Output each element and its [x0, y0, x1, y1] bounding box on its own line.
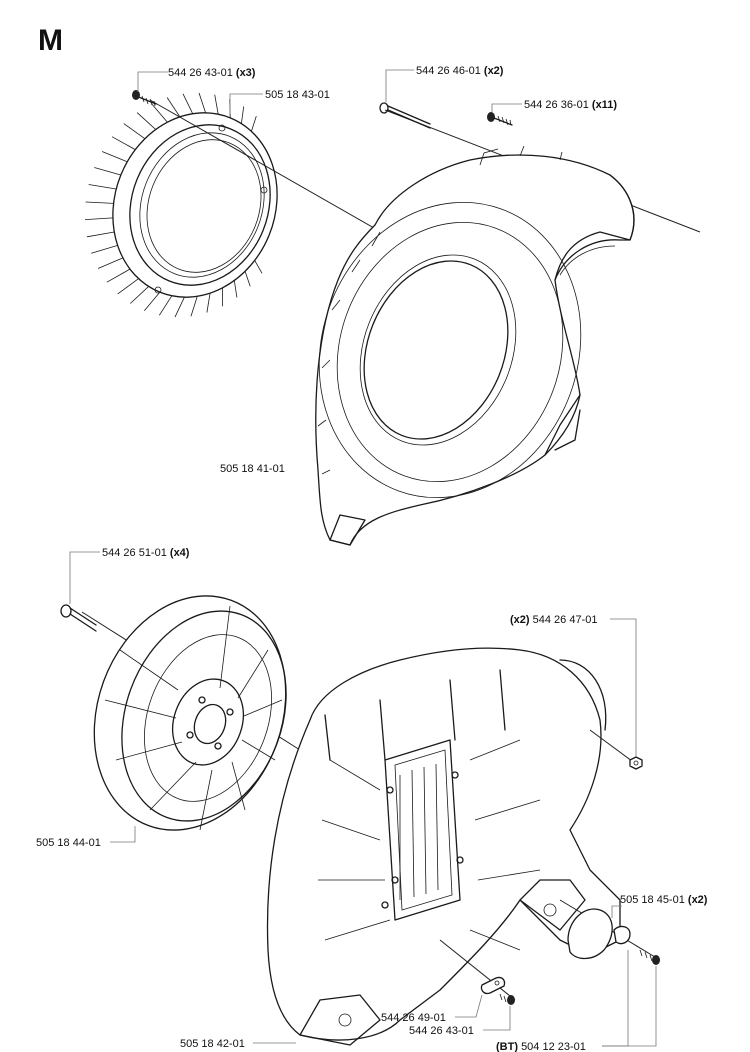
cooling-fin	[85, 201, 114, 204]
cooling-fin	[198, 92, 206, 113]
part-label-544-26-43-01-lower: 544 26 43-01	[409, 1025, 474, 1037]
leader-line	[611, 905, 622, 918]
blower-housing-505-18-42-01[interactable]	[266, 647, 621, 1046]
screw-504-12-23-01[interactable]	[639, 949, 660, 965]
cooling-fin	[101, 151, 128, 163]
cooling-fin	[143, 291, 161, 311]
leader-line	[229, 93, 263, 114]
cooling-fin	[84, 217, 113, 220]
screw-544-26-46-01[interactable]	[379, 102, 431, 129]
screw-544-26-43-01-lower[interactable]	[499, 993, 515, 1005]
cooling-fin	[166, 97, 181, 118]
leader-line	[610, 618, 637, 756]
part-label-544-26-36-01: 544 26 36-01 (x11)	[524, 99, 617, 111]
cooling-fin	[123, 123, 146, 140]
leader-line	[602, 966, 657, 1047]
screw-544-26-43-01[interactable]	[132, 90, 157, 107]
cooling-fin	[251, 115, 257, 132]
cooling-fin	[190, 296, 198, 317]
part-label-505-18-41-01: 505 18 41-01	[220, 463, 285, 475]
part-label-544-26-46-01: 544 26 46-01 (x2)	[416, 65, 504, 77]
cooling-fin	[151, 103, 168, 123]
cooling-fin	[233, 280, 238, 298]
leader-line	[602, 950, 629, 1047]
nut-544-26-47-01[interactable]	[629, 756, 643, 770]
flywheel-fan-ring-505-18-43-01[interactable]	[84, 88, 304, 322]
cooling-fin	[244, 271, 251, 287]
cooling-fin	[214, 94, 219, 115]
cooling-fin	[254, 260, 263, 274]
cooling-fin	[130, 286, 149, 304]
screw-544-26-36-01[interactable]	[487, 112, 513, 126]
cooling-fin	[111, 136, 136, 150]
part-label-504-12-23-01: (BT) 504 12 23-01	[496, 1041, 586, 1052]
cooling-fin	[91, 245, 118, 254]
part-label-544-26-49-01: 544 26 49-01	[381, 1012, 446, 1024]
leader-line	[385, 69, 414, 102]
part-label-505-18-42-01: 505 18 42-01	[180, 1038, 245, 1050]
cooling-fin	[117, 278, 139, 295]
part-label-505-18-44-01: 505 18 44-01	[36, 837, 101, 849]
cooling-fin	[94, 167, 121, 176]
cooling-fin	[182, 93, 194, 114]
assembly-axis-line	[589, 729, 637, 765]
cooling-fin	[88, 184, 117, 190]
leader-line	[69, 551, 100, 604]
leader-line	[110, 826, 136, 843]
part-label-544-26-43-01: 544 26 43-01 (x3)	[168, 67, 256, 79]
fan-impeller-505-18-44-01[interactable]	[63, 569, 318, 857]
cooling-fin	[136, 112, 156, 130]
part-label-544-26-47-01: (x2) 544 26 47-01	[510, 614, 597, 626]
leader-line	[455, 994, 483, 1018]
cooling-fin	[86, 231, 115, 238]
cooling-fin	[174, 297, 185, 318]
cooling-fin	[97, 257, 124, 269]
part-label-505-18-45-01: 505 18 45-01 (x2)	[620, 894, 708, 906]
screw-544-26-51-01[interactable]	[60, 604, 97, 632]
assembly-axis-line	[439, 939, 516, 1001]
cooling-fin	[206, 293, 211, 313]
cooling-fin	[158, 295, 173, 316]
cap-505-18-45-01[interactable]	[567, 908, 631, 960]
part-label-544-26-51-01: 544 26 51-01 (x4)	[102, 547, 190, 559]
assembly-axis-line	[149, 99, 396, 241]
part-label-505-18-43-01: 505 18 43-01	[265, 89, 330, 101]
leader-line	[483, 1006, 511, 1031]
section-letter: M	[38, 24, 63, 57]
clip-544-26-49-01[interactable]	[480, 976, 506, 995]
cooling-fin	[241, 106, 245, 124]
leader-line	[137, 71, 168, 92]
blower-housing-cover-505-18-41-01[interactable]	[278, 145, 635, 546]
leader-line	[491, 103, 522, 112]
cooling-fin	[106, 268, 131, 283]
